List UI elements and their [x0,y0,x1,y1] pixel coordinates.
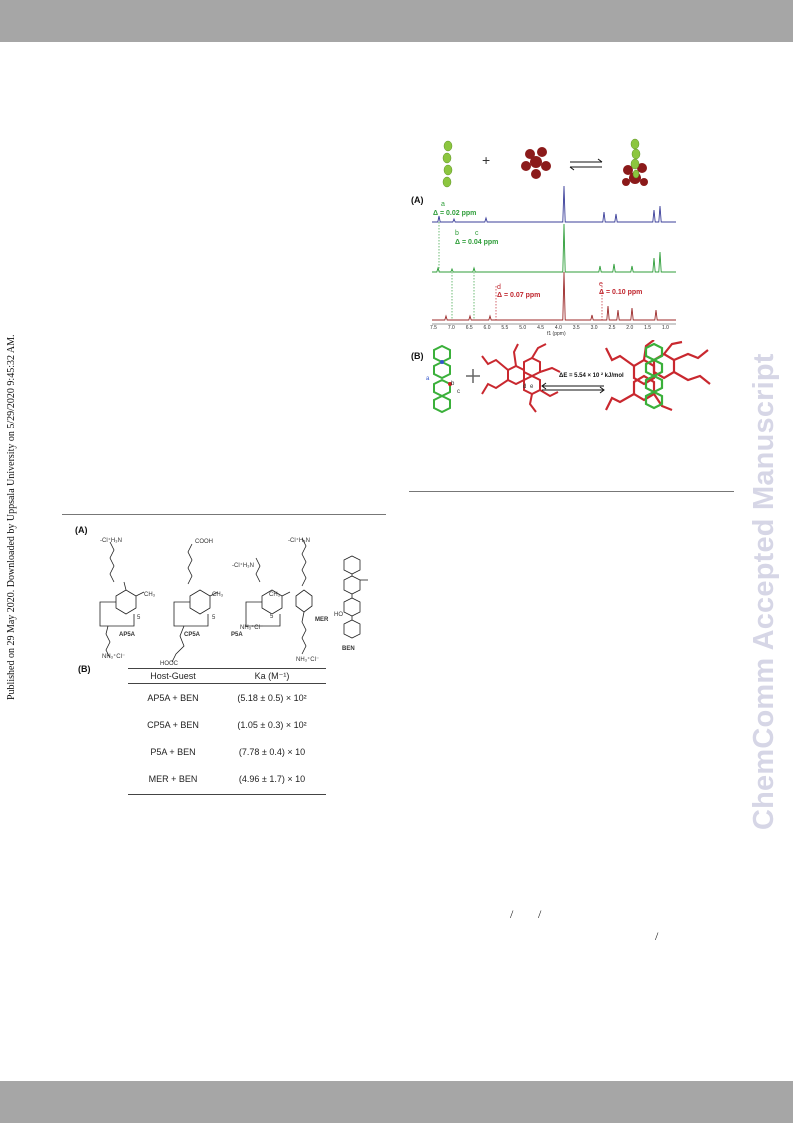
right-panel-a-label: (A) [411,195,424,205]
molecular-model [433,340,711,414]
complexation-scheme [442,138,648,188]
complex-icon [622,138,648,186]
left-figure-rule [62,514,386,515]
guest-stick-model [433,344,452,414]
p5a-repeat: 5 [270,614,274,620]
p5a-bottom-group: NH₃⁺Cl⁻ [240,625,264,631]
plus-sign [466,369,480,383]
model-label-a: a [426,376,430,382]
cp5a-methyl: CH₃ [212,592,224,598]
table-header: Host-Guest Ka (M⁻¹) [128,668,326,684]
scheme-plus-sign: + [482,152,491,168]
cp5a-top-group: COOH [195,539,213,545]
spectrum-trace-2 [432,223,676,273]
energy-label: ΔE = 5.54 × 10 ² kJ/mol [559,373,624,379]
table-row: P5A + BEN (7.78 ± 0.4) × 10 [150,746,306,757]
x-tick-label: 1.0 [662,325,669,331]
x-tick-label: 5.5 [501,325,509,331]
cp5a-name: CP5A [184,632,201,638]
nmr-spectra [432,186,676,325]
shift-label-a: Δ = 0.02 ppm [433,210,477,217]
ap5a-methyl: CH₃ [144,592,156,598]
guest-molecule-icon [442,140,453,188]
publication-note: Published on 29 May 2020. Downloaded by … [6,334,17,700]
peak-label-e: e [599,281,603,288]
x-tick-label: 4.0 [554,325,562,331]
x-tick-label: 7.0 [447,325,455,331]
peak-label-b: b [455,230,459,237]
model-label-e: e [530,384,534,390]
mer-bottom-group: NH₃⁺Cl⁻ [296,657,320,663]
mer-structure [295,537,313,655]
p5a-structure [245,557,291,627]
shift-label-bc: Δ = 0.04 ppm [455,239,499,246]
x-tick-label: 4.5 [537,325,545,331]
cp5a-repeat: 5 [212,615,216,621]
x-tick-label: 7.5 [430,325,437,331]
model-label-c: c [457,389,460,395]
left-panel-b-label: (B) [78,664,91,674]
left-panel-a-label: (A) [75,525,88,535]
x-tick-label: 2.0 [626,325,634,331]
energy-arrows [541,382,605,394]
cp5a-structure [171,543,219,663]
binding-constant-table: Host-Guest Ka (M⁻¹) AP5A + BEN (5.18 ± 0… [128,668,326,795]
shift-label-e: Δ = 0.10 ppm [599,289,643,296]
x-tick-label: 6.0 [483,325,491,331]
ben-structure [343,555,368,639]
shift-label-d: Δ = 0.07 ppm [497,292,541,299]
table-row: CP5A + BEN (1.05 ± 0.3) × 10² [147,719,307,730]
text-fragment-slash: / [655,929,659,943]
peak-label-a: a [441,201,445,208]
mer-top-group: -Cl⁺H₃N [288,538,310,544]
peak-label-d: d [497,284,501,291]
host-macrocycle-icon [521,147,551,179]
accepted-manuscript-watermark: ChemComm Accepted Manuscript [748,353,780,830]
host-guest-structures [99,537,368,663]
x-tick-label: 1.5 [644,325,652,331]
header-ka: Ka (M⁻¹) [254,670,290,681]
table-row: AP5A + BEN (5.18 ± 0.5) × 10² [147,692,307,703]
x-tick-label: 5.0 [519,325,527,331]
ap5a-name: AP5A [119,632,136,638]
p5a-top-group: -Cl⁺H₃N [232,563,254,569]
spectrum-trace-3 [432,271,676,321]
text-fragment-slash: / [538,907,542,921]
footer-bar [0,1081,793,1123]
ben-substituent: HO [334,612,343,618]
header-bar [0,0,793,42]
ap5a-top-group: -Cl⁺H₃N [100,538,122,544]
spectrum-trace-1 [432,186,676,223]
x-axis-label: f1 (ppm) [547,331,566,337]
peak-label-c: c [475,230,479,237]
equilibrium-arrows [569,158,603,171]
x-tick-label: 2.5 [608,325,616,331]
right-panel-b-label: (B) [411,351,424,361]
table-row: MER + BEN (4.96 ± 1.7) × 10 [148,773,306,784]
header-host-guest: Host-Guest [150,671,196,681]
ap5a-repeat: 5 [137,615,141,621]
text-fragment-slash: / [510,907,514,921]
complex-stick-model [605,340,711,412]
p5a-name: P5A [231,632,243,638]
right-figure-rule [409,491,734,492]
p5a-methyl: CH₃ [269,592,281,598]
x-tick-label: 3.0 [590,325,598,331]
mer-name: MER [315,617,329,623]
x-tick-label: 6.5 [465,325,473,331]
cp5a-bottom-group: HOOC [160,661,178,667]
ap5a-structure [99,541,145,659]
ben-name: BEN [342,646,355,652]
table-bottom-rule [128,794,326,795]
model-label-d: d [523,384,527,390]
model-label-b: b [451,381,455,387]
x-tick-label: 3.5 [572,325,580,331]
ap5a-bottom-group: NH₃⁺Cl⁻ [102,654,126,660]
host-stick-model [481,343,561,413]
